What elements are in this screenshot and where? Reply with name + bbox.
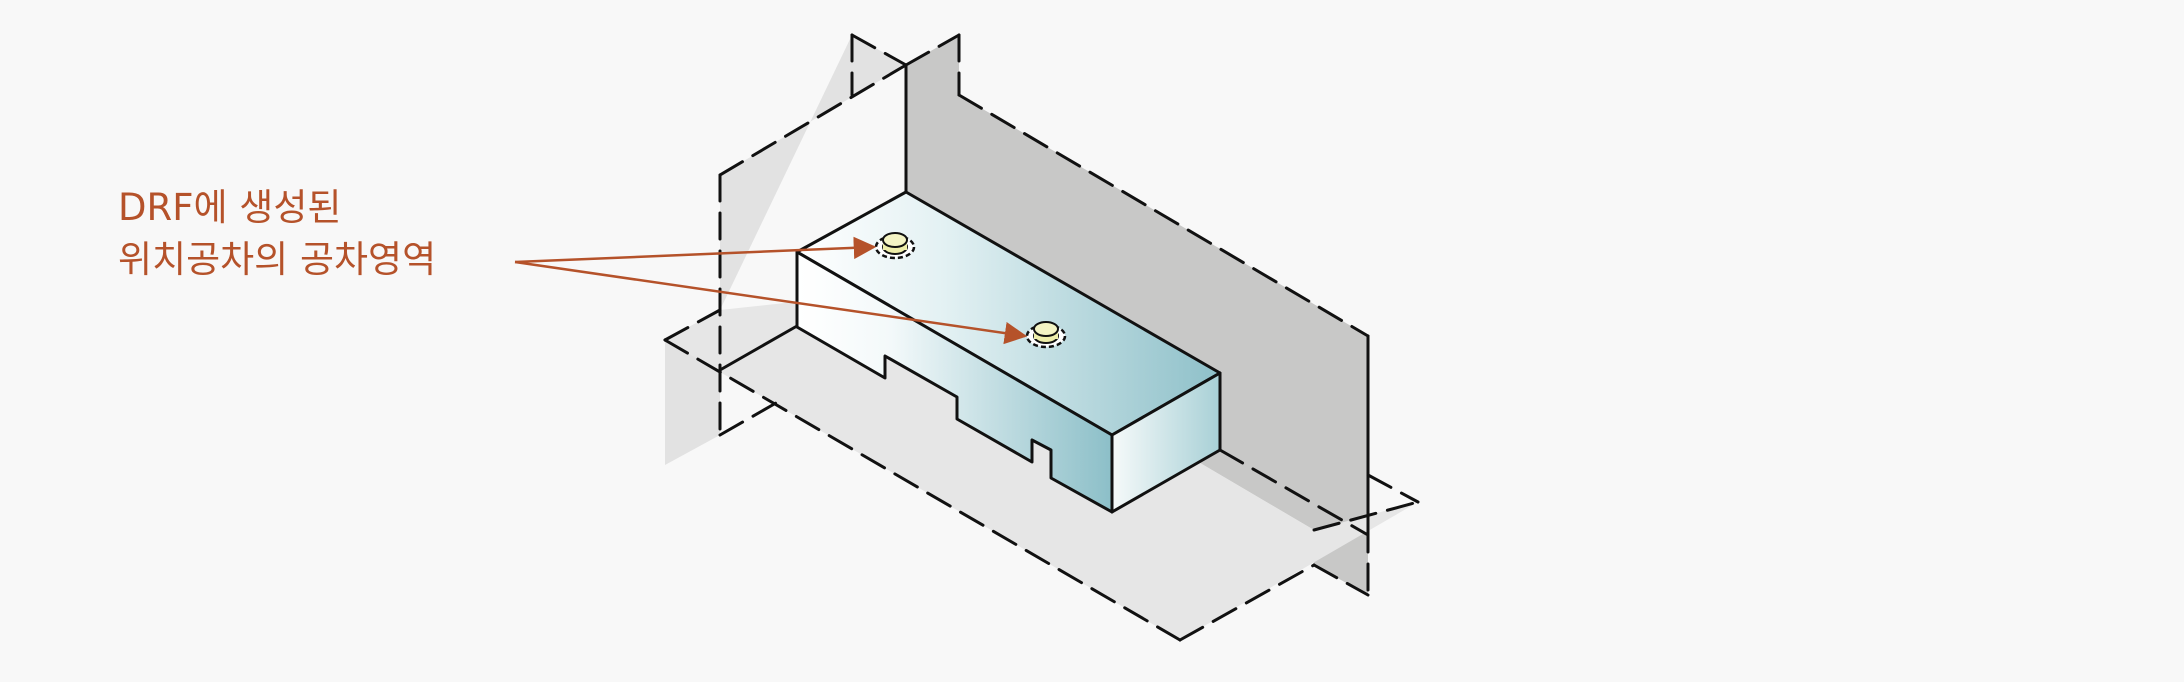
datum-plane-left	[665, 35, 906, 465]
leader-arrow-1	[514, 236, 877, 264]
datum-plane-solid-edges	[719, 65, 1370, 530]
tolerance-zone-2	[1025, 321, 1067, 349]
callout-line-1: DRF에 생성된	[118, 186, 342, 229]
leader-arrow-2	[514, 260, 1028, 345]
part-end-face	[1110, 371, 1222, 514]
tolerance-zone-1	[874, 232, 916, 260]
datum-plane-back	[906, 35, 1368, 595]
tolerance-zone-callout: DRF에 생성된 위치공차의 공차영역	[118, 182, 436, 286]
callout-line-2: 위치공차의 공차영역	[118, 238, 437, 281]
datum-plane-bottom	[665, 290, 1418, 640]
callout-arrows	[514, 236, 1028, 345]
datum-plane-edges	[663, 33, 1420, 642]
